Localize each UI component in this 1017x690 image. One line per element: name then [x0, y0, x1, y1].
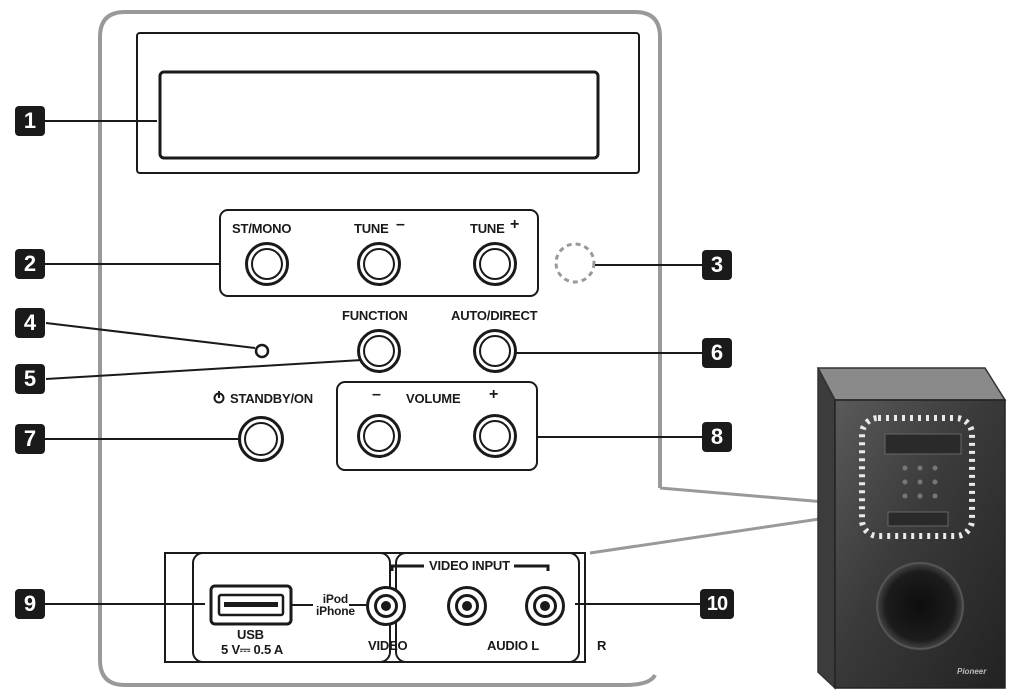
main-panel-outline-left [98, 10, 657, 687]
audio-l-jack[interactable] [447, 586, 487, 626]
indicator-led [254, 343, 270, 359]
tune-plus-sign: + [510, 216, 520, 233]
standby-on-button[interactable] [238, 416, 284, 462]
leader-4 [45, 322, 256, 349]
video-label: VIDEO [368, 638, 408, 653]
callout-2: 2 [15, 249, 45, 279]
speaker-brand-logo: Pioneer [957, 667, 987, 676]
callout-1: 1 [15, 106, 45, 136]
speaker-highlight [859, 415, 975, 539]
callout-8: 8 [702, 422, 732, 452]
video-input-bracket [390, 564, 424, 571]
speaker-side [817, 367, 836, 690]
ipod-label: iPod iPhone [316, 593, 355, 617]
speaker-unit [816, 367, 1007, 690]
ipod-label-line2: iPhone [316, 604, 355, 618]
usb-port-inner [217, 593, 285, 617]
callout-9: 9 [15, 589, 45, 619]
leader-5 [45, 359, 363, 380]
video-input-label: VIDEO INPUT [425, 558, 514, 573]
st-mono-button[interactable] [245, 242, 289, 286]
speaker-top [816, 367, 1007, 401]
woofer [876, 562, 964, 650]
ipod-label-line1: iPod [322, 592, 348, 606]
zoom-line-bottom [589, 511, 861, 555]
callout-10: 10 [700, 589, 734, 619]
callout-4: 4 [15, 308, 45, 338]
ir-sensor-outline [554, 242, 596, 284]
volume-group-box [336, 381, 538, 471]
auto-direct-label: AUTO/DIRECT [451, 308, 538, 323]
callout-3: 3 [702, 250, 732, 280]
r-label: R [597, 638, 607, 653]
tune-plus-button[interactable] [473, 242, 517, 286]
display-outer [136, 32, 640, 174]
callout-5: 5 [15, 364, 45, 394]
audio-r-jack[interactable] [525, 586, 565, 626]
standby-on-label: STANDBY/ON [230, 391, 313, 406]
volume-down-button[interactable] [357, 414, 401, 458]
volume-label: VOLUME [406, 391, 461, 406]
ipod-video-jack[interactable] [366, 586, 406, 626]
function-label: FUNCTION [342, 308, 408, 323]
volume-plus-sign: + [489, 386, 499, 403]
display-screen [158, 70, 600, 160]
speaker-mini-slot [887, 511, 949, 527]
tune-minus-label: TUNE [354, 221, 389, 236]
callout-7: 7 [15, 424, 45, 454]
usb-label: USB [237, 627, 264, 642]
volume-minus-sign: – [372, 386, 381, 403]
tune-plus-label: TUNE [470, 221, 505, 236]
audio-l-label: AUDIO L [487, 638, 540, 653]
tuner-group-box [219, 209, 539, 297]
st-mono-label: ST/MONO [232, 221, 292, 236]
callout-6: 6 [702, 338, 732, 368]
tune-minus-button[interactable] [357, 242, 401, 286]
function-button[interactable] [357, 329, 401, 373]
volume-up-button[interactable] [473, 414, 517, 458]
usb-rating-label: 5 V⎓ 0.5 A [221, 642, 284, 657]
main-panel-outline [125, 10, 662, 488]
tune-minus-sign: – [396, 216, 405, 233]
speaker-mini-display [884, 433, 962, 455]
auto-direct-button[interactable] [473, 329, 517, 373]
